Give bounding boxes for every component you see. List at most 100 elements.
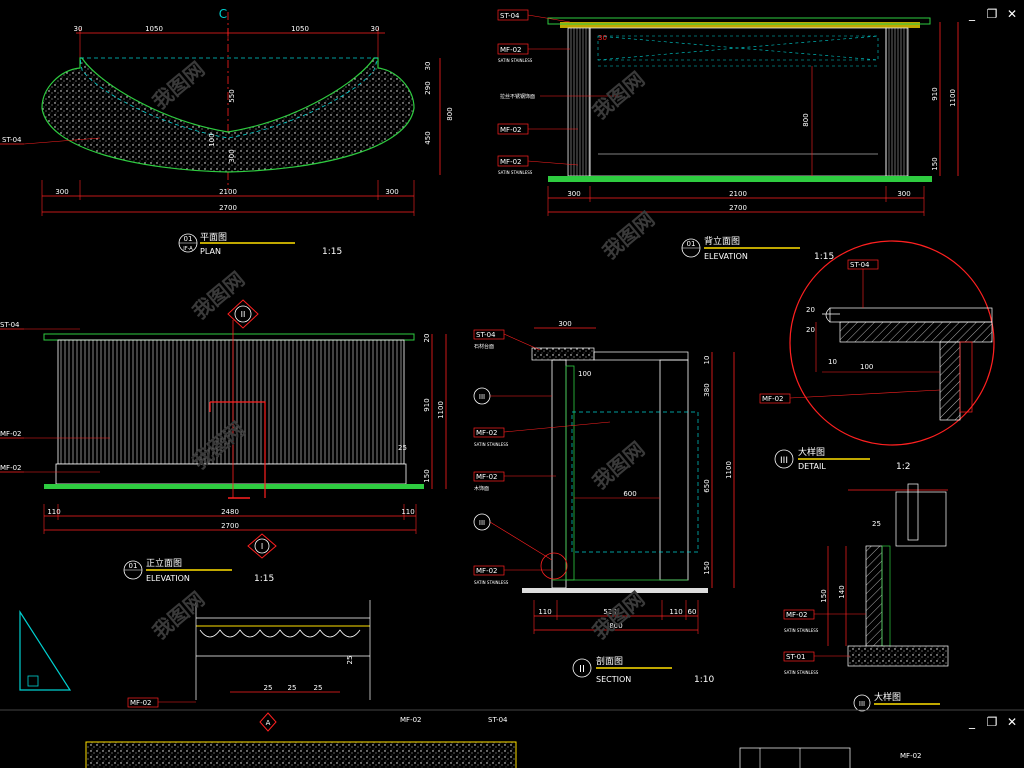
front-elev-title-no: 01 [129,562,138,570]
back-elev-bottom-dim-2: 2100 [729,190,747,198]
bottom-detail-dim-3: 25 [314,684,323,692]
bottom-strip-marker [259,712,277,732]
front-elevation-view: II I ST-04 MF-02 MF-02 20 910 1100 25 15… [0,299,447,584]
right-detail-dim-2: 150 [820,589,828,602]
section-right-dim-5: 150 [703,561,711,574]
back-elev-tag-3: MF-02 [497,123,578,135]
bottom-strip-tag-1: MF-02 [400,716,422,724]
back-elev-right-dim-3: 150 [931,157,939,170]
front-elev-right-dim-4: 25 [398,444,407,452]
detail-III-tag: ST-04 [850,261,870,269]
back-elev-left-column [567,27,591,177]
bottom-strip-counter [85,741,517,768]
section-title-bubble [572,658,592,678]
section-right-dim-3: 1100 [725,461,733,479]
front-elev-tag-2: MF-02 [0,430,22,438]
window-controls-top: _ ❐ ✕ [966,8,1018,20]
plan-counter-band [41,57,415,173]
section-tag-note-2: SATIN STAINLESS [474,442,509,447]
right-detail-dim-1: 25 [872,520,881,528]
watermark-8: 我图网 [588,587,649,644]
svg-text:MF-02: MF-02 [500,46,522,54]
close-button-2[interactable]: ✕ [1006,715,1018,729]
bottom-strip-tag-2: ST-04 [488,716,508,724]
front-elev-right-dim-3: 1100 [437,401,445,419]
back-elev-overall-dim: 2700 [729,204,747,212]
close-button[interactable]: ✕ [1006,7,1018,21]
back-elev-bottom-dim-1: 300 [567,190,580,198]
svg-text:SATIN STAINLESS: SATIN STAINLESS [498,170,533,175]
back-elev-tag-1: ST-04 [497,9,571,23]
plan-view: C 30 1050 1050 30 30 290 800 450 550 100… [0,7,454,257]
plan-title-cn: 平面图 [200,232,227,243]
plan-title-sub: IF-A [183,246,193,252]
restore-button-2[interactable]: ❐ [986,715,998,729]
minimize-button[interactable]: _ [969,7,975,21]
watermark-7: 我图网 [148,587,209,644]
front-elev-right-dim-1: 20 [423,334,431,343]
watermark-4: 我图网 [598,207,659,264]
window-controls-bottom: _ ❐ ✕ [966,716,1018,728]
plan-right-dim-1: 30 [424,62,432,71]
section-right-dim-2: 380 [703,383,711,396]
plan-top-dim-3: 1050 [291,25,309,33]
front-elev-bottom-dim-2: 2480 [221,508,239,516]
plan-inner-outline [79,57,379,139]
watermark-1: 我图网 [148,57,209,114]
watermark-6: 我图网 [588,437,649,494]
front-elev-title-cn: 正立面图 [146,557,182,569]
restore-button[interactable]: ❐ [986,7,998,21]
detail-III-dim-3: 10 [828,358,837,366]
detail-III-lower-tag: MF-02 [762,395,784,403]
detail-III-dim-1: 20 [806,306,815,314]
plan-bottom-dim-3: 300 [385,188,398,196]
section-scale: 1:10 [694,675,714,685]
right-detail-title-bubble [853,694,871,712]
second-window-strip: A MF-02 ST-04 MF-02 [0,709,1024,768]
plan-center-mark: C [219,7,227,21]
svg-text:MF-02: MF-02 [500,158,522,166]
back-elev-title-no: 01 [687,240,696,248]
section-bottom-dim-1: 110 [538,608,551,616]
detail-III-circle: ST-04 20 20 10 100 MF-02 III 大样图 DETAIL … [759,240,995,472]
section-counter-top [531,347,595,361]
plan-title-en: PLAN [200,247,221,256]
section-title-no: II [579,664,585,675]
detail-III-title-en: DETAIL [798,462,826,471]
right-detail-floor [847,645,949,667]
section-II-view: 300 600 100 ST-04 石材台面 MF-02 SATIN STAIN… [473,320,735,685]
front-elev-bottom-dim-1: 110 [47,508,60,516]
right-detail-title-cn: 大样图 [874,691,901,703]
plan-center-dim-1: 100 [208,133,216,146]
plan-title-no: 01 [184,235,193,243]
back-elev-top-dim: 30 [598,34,607,42]
minimize-button-2[interactable]: _ [969,715,975,729]
section-tag-note-3: 木饰面 [474,485,489,492]
plan-right-dim-3: 800 [446,107,454,120]
triangle-symbol [19,609,72,691]
bottom-detail-tag: MF-02 [130,699,152,707]
plan-center-dim-2: 300 [228,149,236,162]
bottom-strip-mark: A [266,719,271,727]
section-mid-dim: 600 [623,490,636,498]
back-elev-note: 拉丝不锈钢饰面 [500,93,535,100]
right-detail-tag-2: ST-01 [786,653,806,661]
section-bottom-dim-3: 110 [669,608,682,616]
front-elev-section-mark-bottom: I [247,533,277,559]
plan-right-dim-2: 290 [424,81,432,94]
detail-III-scale: 1:2 [896,462,910,472]
right-detail-tag-note-1: SATIN STAINLESS [784,628,819,633]
svg-text:I: I [261,542,263,551]
scalloped-trim [199,629,361,638]
svg-text:III: III [479,519,485,527]
right-detail-tag-1: MF-02 [786,611,808,619]
detail-III-title-no: III [780,456,788,466]
back-elev-right-dim-2: 1100 [949,89,957,107]
back-elev-title-cn: 背立面图 [704,235,740,247]
detail-III-title-bubble [774,449,794,469]
section-tag-note-4: SATIN STAINLESS [474,580,509,585]
svg-text:III: III [479,393,485,401]
back-elev-right-dim-1: 910 [931,87,939,100]
front-elev-bottom-dim-3: 110 [401,508,414,516]
